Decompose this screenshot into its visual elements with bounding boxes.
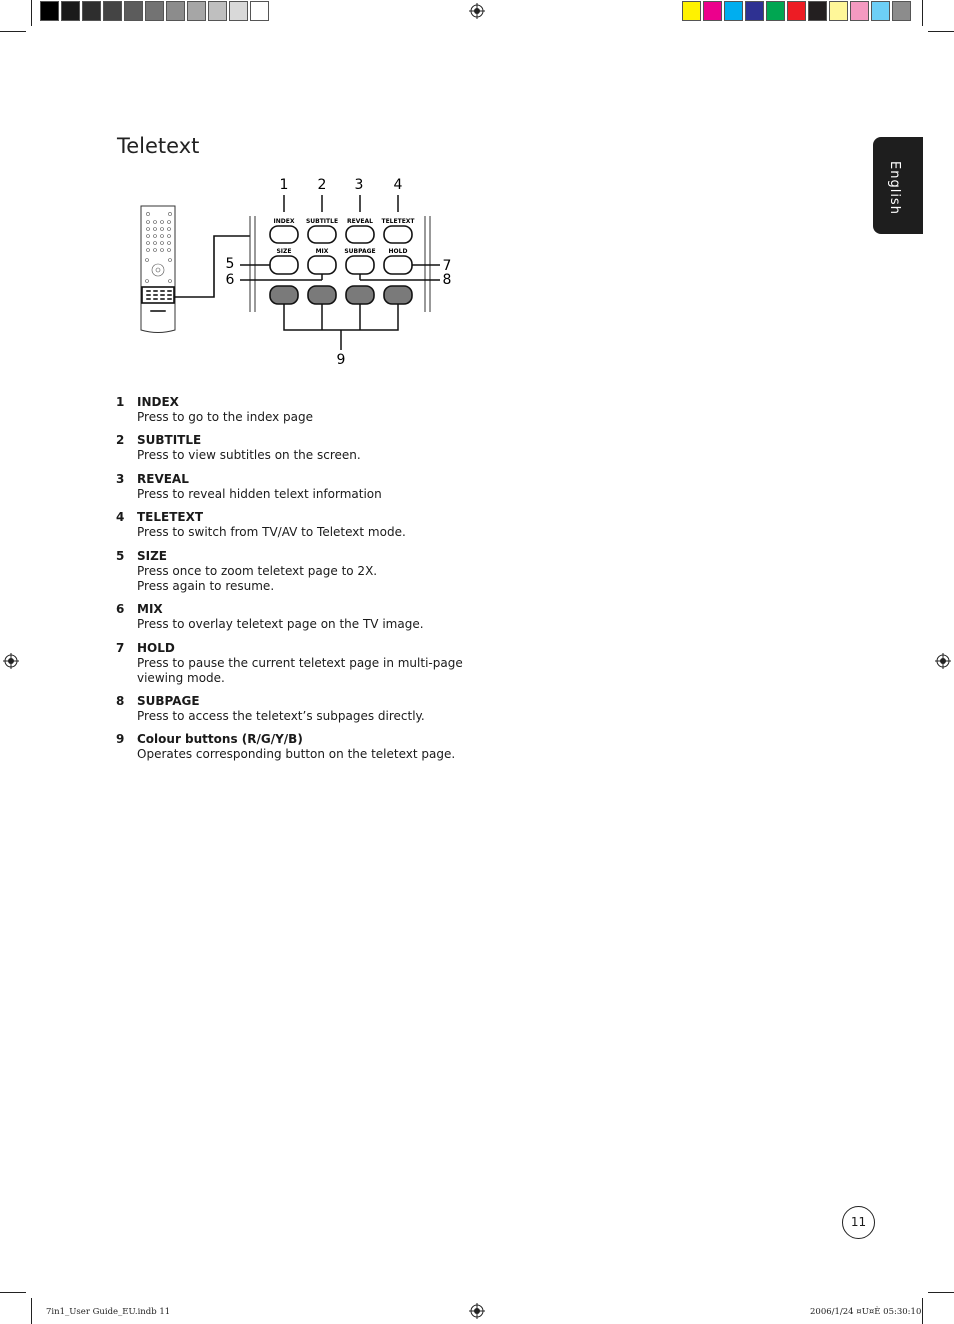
- language-tab: English: [873, 137, 923, 234]
- size-button-illustration: [269, 255, 299, 275]
- gray-swatch: [187, 1, 206, 21]
- color-swatch: [871, 1, 890, 21]
- remote-control-icon: [140, 205, 176, 333]
- item-description: Press to reveal hidden telext informatio…: [137, 487, 382, 501]
- item-term: SIZE: [137, 549, 168, 563]
- gray-swatch: [61, 1, 80, 21]
- crop-mark: [928, 1292, 954, 1293]
- color-swatch: [703, 1, 722, 21]
- registration-mark-icon: [3, 653, 19, 669]
- gray-swatch: [40, 1, 59, 21]
- item-description: Press to view subtitles on the screen.: [137, 448, 361, 462]
- callout-5: 5: [226, 256, 235, 272]
- color-swatch: [808, 1, 827, 21]
- footer-file-info: 7in1_User Guide_EU.indb 11: [46, 1307, 171, 1317]
- crop-mark: [0, 1292, 26, 1293]
- teletext-button-illustration: [383, 225, 413, 244]
- language-tab-label: English: [887, 161, 902, 215]
- page-title: Teletext: [117, 134, 200, 158]
- color-swatch: [724, 1, 743, 21]
- button-label-mix: MIX: [316, 248, 329, 255]
- mix-button-illustration: [307, 255, 337, 275]
- item-number: 5: [116, 549, 125, 563]
- item-description: Operates corresponding button on the tel…: [137, 747, 456, 761]
- gray-swatch: [166, 1, 185, 21]
- gray-swatch: [145, 1, 164, 21]
- button-label-hold: HOLD: [389, 248, 408, 255]
- subpage-button-illustration: [345, 255, 375, 275]
- item-number: 3: [116, 472, 125, 486]
- item-term: Colour buttons (R/G/Y/B): [137, 732, 303, 746]
- item-description: Press to switch from TV/AV to Teletext m…: [137, 525, 406, 539]
- item-number: 2: [116, 433, 125, 447]
- callout-6: 6: [226, 272, 235, 288]
- button-label-size: SIZE: [276, 248, 291, 255]
- hold-button-illustration: [383, 255, 413, 275]
- item-term: MIX: [137, 602, 163, 616]
- red-colour-button-illustration: [269, 285, 299, 305]
- color-swatch: [682, 1, 701, 21]
- item-number: 7: [116, 641, 125, 655]
- color-swatch: [787, 1, 806, 21]
- subtitle-button-illustration: [307, 225, 337, 244]
- crop-mark: [922, 0, 923, 26]
- callout-3: 3: [355, 177, 364, 193]
- item-number: 6: [116, 602, 125, 616]
- item-term: SUBTITLE: [137, 433, 202, 447]
- reveal-button-illustration: [345, 225, 375, 244]
- gray-swatch: [250, 1, 269, 21]
- gray-swatch: [103, 1, 122, 21]
- color-swatch: [766, 1, 785, 21]
- callout-8: 8: [443, 272, 452, 288]
- crop-mark: [922, 1298, 923, 1324]
- button-label-subtitle: SUBTITLE: [306, 218, 338, 225]
- item-description: Press to pause the current teletext page…: [137, 656, 463, 685]
- page-number: 11: [842, 1206, 875, 1239]
- crop-mark: [31, 0, 32, 26]
- color-swatch: [892, 1, 911, 21]
- footer-timestamp: 2006/1/24 ¤U¤È 05:30:10: [810, 1307, 922, 1317]
- item-description: Press to go to the index page: [137, 410, 314, 424]
- item-term: TELETEXT: [137, 510, 204, 524]
- item-description: Press once to zoom teletext page to 2X. …: [137, 564, 378, 593]
- item-number: 8: [116, 694, 125, 708]
- gray-swatch: [208, 1, 227, 21]
- crop-mark: [31, 1298, 32, 1324]
- color-swatch: [745, 1, 764, 21]
- index-button-illustration: [269, 225, 299, 244]
- teletext-remote-diagram: INDEX SUBTITLE REVEAL TELETEXT SIZE MIX …: [140, 177, 452, 368]
- item-number: 1: [116, 395, 125, 409]
- button-label-subpage: SUBPAGE: [344, 248, 375, 255]
- crop-mark: [0, 31, 26, 32]
- color-swatch: [829, 1, 848, 21]
- item-term: INDEX: [137, 395, 179, 409]
- callout-9: 9: [337, 352, 346, 368]
- item-description: Press to overlay teletext page on the TV…: [137, 617, 424, 631]
- yellow-colour-button-illustration: [345, 285, 375, 305]
- registration-mark-icon: [469, 3, 485, 19]
- registration-mark-icon: [469, 1303, 485, 1319]
- button-label-reveal: REVEAL: [347, 218, 373, 225]
- callout-1: 1: [280, 177, 289, 193]
- color-swatch: [850, 1, 869, 21]
- blue-colour-button-illustration: [383, 285, 413, 305]
- item-term: HOLD: [137, 641, 175, 655]
- callout-4: 4: [394, 177, 403, 193]
- item-term: REVEAL: [137, 472, 189, 486]
- green-colour-button-illustration: [307, 285, 337, 305]
- item-description: Press to access the teletext’s subpages …: [137, 709, 425, 723]
- item-term: SUBPAGE: [137, 694, 200, 708]
- item-number: 9: [116, 732, 125, 746]
- gray-swatch: [229, 1, 248, 21]
- registration-mark-icon: [935, 653, 951, 669]
- crop-mark: [928, 31, 954, 32]
- button-label-teletext: TELETEXT: [381, 218, 415, 225]
- callout-2: 2: [318, 177, 327, 193]
- item-number: 4: [116, 510, 125, 524]
- button-label-index: INDEX: [274, 218, 295, 225]
- gray-swatch: [124, 1, 143, 21]
- callout-7: 7: [443, 258, 452, 274]
- gray-swatch: [82, 1, 101, 21]
